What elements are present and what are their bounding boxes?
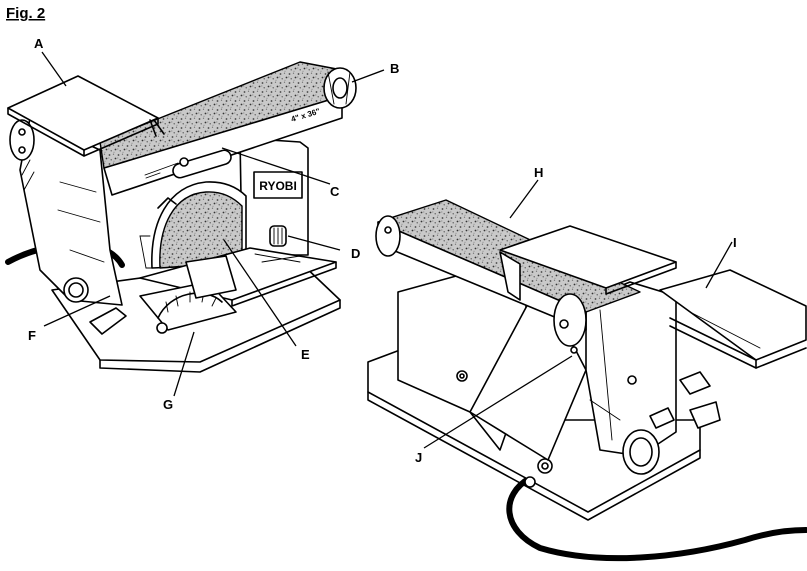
- dust-port-right: [623, 430, 659, 474]
- callout-c: C: [330, 184, 340, 199]
- miter-lock-knob: [157, 323, 167, 333]
- callout-i: I: [733, 235, 737, 250]
- dust-port-left: [64, 278, 88, 302]
- callout-g: G: [163, 397, 173, 412]
- right-sander-view: [368, 200, 806, 558]
- callout-d: D: [351, 246, 360, 261]
- tracking-knob: [180, 158, 188, 166]
- callout-h: H: [534, 165, 543, 180]
- brand-name: RYOBI: [259, 179, 297, 193]
- right-belt-idler: [376, 216, 400, 256]
- callout-a: A: [34, 36, 44, 51]
- callout-e: E: [301, 347, 310, 362]
- figure-title: Fig. 2: [6, 5, 45, 22]
- right-belt-drum: [554, 294, 586, 346]
- cord-strain-relief: [538, 459, 552, 473]
- table-lock-knob-upper: [680, 372, 710, 394]
- callout-j: J: [415, 450, 422, 465]
- disc-work-table-i: [660, 270, 806, 360]
- belt-bed-lock-j: [571, 347, 577, 353]
- motor-housing: [586, 282, 676, 456]
- callout-b: B: [390, 61, 399, 76]
- callout-f: F: [28, 328, 36, 343]
- left-sander-view: RYOBI 4" x 36": [8, 62, 356, 372]
